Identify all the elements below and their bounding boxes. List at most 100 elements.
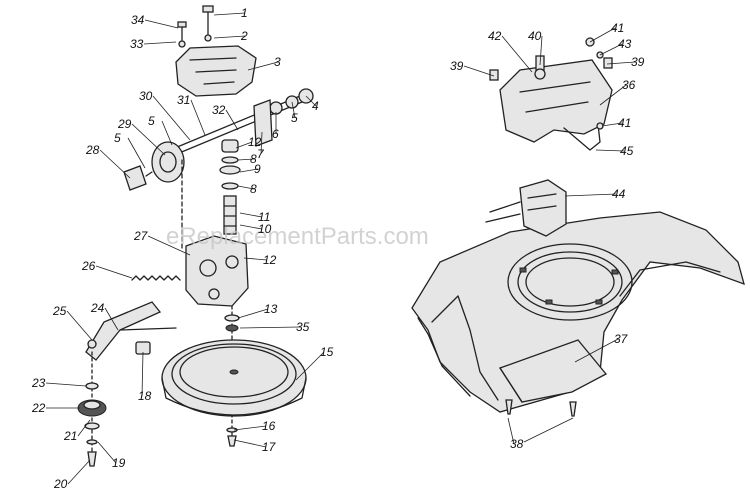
callout-leader [247,61,279,71]
callout-leader [564,193,617,197]
callout-label: 5 [291,111,298,125]
callout-leader [104,307,119,331]
transmission-assembly [77,5,314,467]
callout-leader [233,439,267,448]
gear-12-top [221,139,239,153]
callout-label: 31 [177,93,190,107]
callout-label: 28 [85,143,100,157]
engine-mount-ring [507,243,633,321]
callout-label: 16 [262,419,276,433]
callout-label: 4 [312,99,319,113]
callout-leader [260,131,263,155]
washer-19 [86,439,98,445]
callout-label: 13 [264,302,278,316]
callout-label: 10 [258,222,272,236]
callout-leader [239,326,301,329]
callout-label: 33 [130,37,144,51]
callout-leader [67,459,91,485]
callout-label: 11 [258,210,270,224]
washer-8-mid [221,182,239,190]
callout-label: 41 [618,116,631,130]
callout-leader [233,425,267,431]
callout-label: 34 [131,13,145,27]
callout-leader [45,382,87,387]
callout-leader [95,265,133,279]
callout-leader [601,122,623,127]
callout-leader [225,109,239,131]
callout-leader [190,99,206,136]
callout-label: 38 [510,437,524,451]
callout-label: 8 [250,152,257,166]
callout-leader [243,257,268,261]
washer-9 [219,165,241,175]
callout-label: 39 [450,59,464,73]
callout-label: 15 [320,345,334,359]
bolt-39-right [603,57,613,69]
callout-label: 29 [117,117,132,131]
callout-leader [66,310,93,341]
callout-leader [99,149,131,179]
callout-leader [507,417,515,445]
washer-42 [534,68,546,80]
callout-label: 36 [622,78,636,92]
callout-label: 12 [248,135,262,149]
bolt-20 [87,451,97,467]
callout-leader [239,212,263,218]
callout-label: 27 [133,229,149,243]
callout-label: 44 [612,187,626,201]
callout-label: 17 [262,440,277,454]
callout-label: 6 [272,127,279,141]
callout-label: 42 [488,29,502,43]
callout-leader [237,308,269,319]
callout-label: 32 [212,103,226,117]
callout-leader [237,158,255,161]
callout-label: 30 [139,89,153,103]
callout-label: 22 [31,401,46,415]
callout-leader [143,41,177,45]
spring [131,275,181,281]
callout-label: 37 [614,332,629,346]
callout-label: 43 [618,37,632,51]
callout-leader [305,95,317,107]
callout-label: 18 [138,389,152,403]
callout-leader [237,185,255,190]
callout-label: 5 [148,114,155,128]
callout-leader [295,351,325,381]
callout-leader [539,35,543,66]
callout-label: 40 [528,29,542,43]
u-bolt [563,123,601,151]
bolt-34 [177,21,187,41]
callout-label: 12 [263,253,277,267]
callout-leader [127,137,146,169]
callout-leader [463,65,495,77]
linkage-bracket [85,301,162,361]
callout-label: 2 [240,29,248,43]
washer-21 [84,422,100,430]
callout-label: 39 [631,55,645,69]
callout-leader [606,61,636,65]
callout-leader [239,168,259,173]
callout-label: 5 [114,131,121,145]
hub-35 [225,324,239,332]
callout-leader [213,35,246,39]
callout-label: 41 [611,21,624,35]
callout-leader [574,338,619,363]
top-cover [499,59,613,143]
callout-leader [291,101,296,119]
washer-23 [85,382,99,390]
callout-leader [97,441,117,464]
mount-plate [253,99,273,147]
callout-leader [161,120,173,146]
callout-leader [213,12,246,16]
bolt-17 [227,435,237,447]
callout-label: 25 [52,304,67,318]
callout-label: 3 [274,55,281,69]
callout-leader [239,224,263,230]
callout-label: 1 [241,6,248,20]
callout-leader [589,27,616,43]
callout-leader [141,351,144,397]
washer-2 [204,34,212,42]
callout-label: 7 [257,147,265,161]
